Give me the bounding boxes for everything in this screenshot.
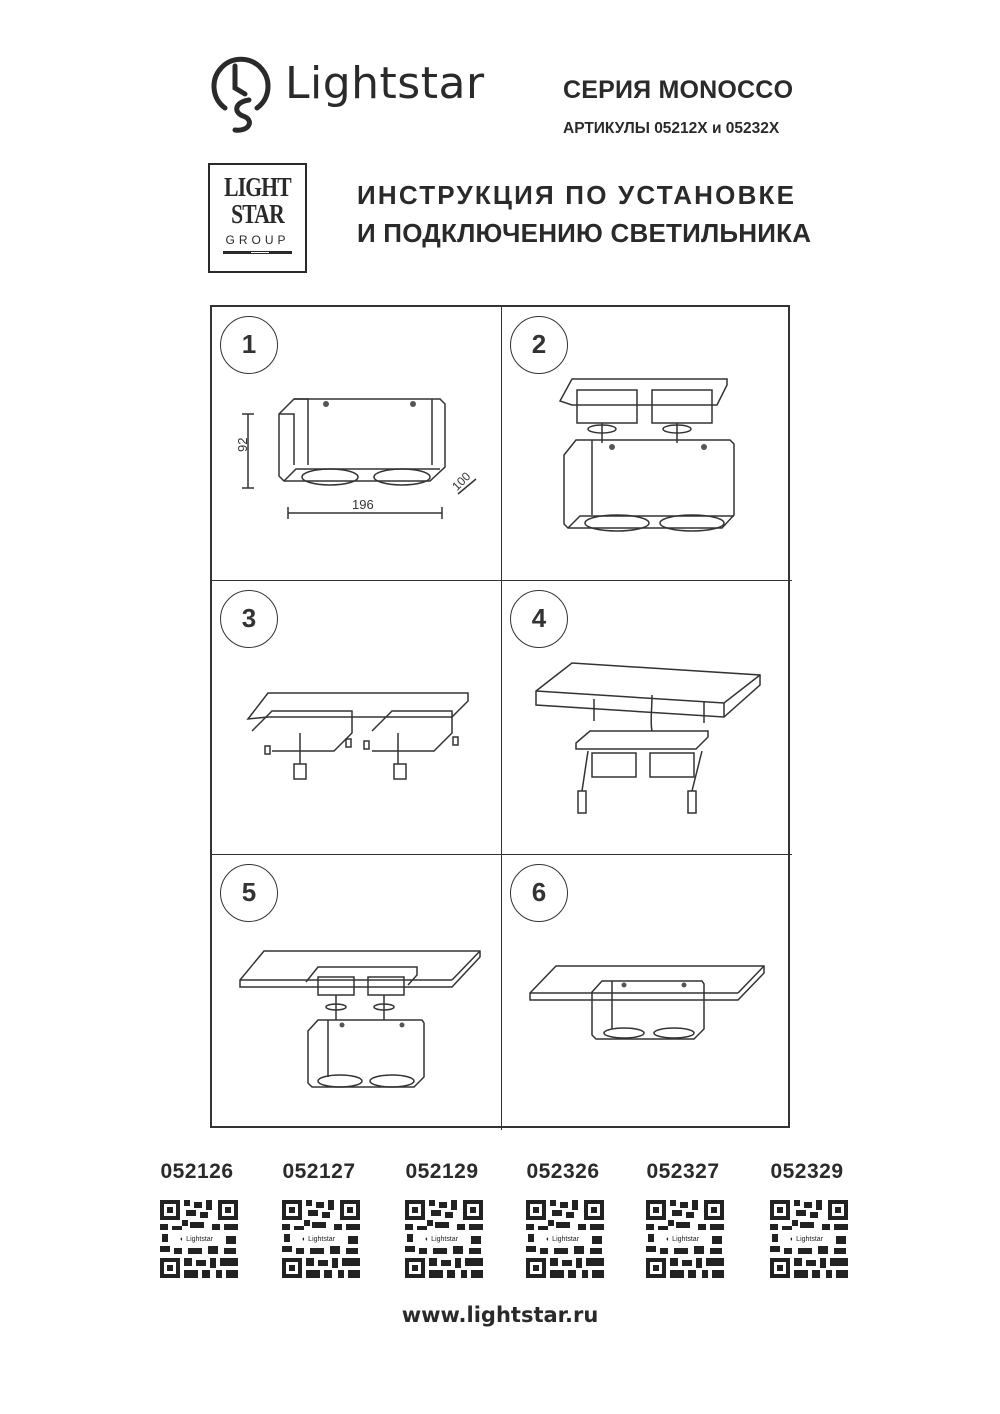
qr-code-item[interactable]: 052126 [152, 1160, 242, 1278]
installed-fixture-drawing [529, 965, 765, 1040]
instruction-title-line1: ИНСТРУКЦИЯ ПО УСТАНОВКЕ [357, 180, 797, 210]
logo-line-group: GROUP [225, 233, 290, 247]
qr-code-icon[interactable] [526, 1200, 604, 1278]
qr-code-item[interactable]: 052129 [397, 1160, 487, 1278]
instruction-title-line2: И ПОДКЛЮЧЕНИЮ СВЕТИЛЬНИКА [357, 218, 812, 248]
article-number: 052326 [526, 1160, 600, 1183]
svg-text:92: 92 [235, 438, 250, 452]
article-numbers: АРТИКУЛЫ 05212X и 05232X [563, 120, 780, 137]
qr-code-icon[interactable] [282, 1200, 360, 1278]
step-number-badge: 5 [220, 864, 278, 922]
article-number: 052329 [770, 1160, 844, 1183]
series-title: СЕРИЯ MONOCCO [563, 76, 794, 104]
step-3-panel: 3 [212, 581, 502, 855]
step-6-panel: 6 [502, 855, 792, 1130]
logo-underline [223, 251, 292, 254]
qr-code-icon[interactable] [160, 1200, 238, 1278]
qr-code-icon[interactable] [770, 1200, 848, 1278]
svg-text:100: 100 [449, 469, 473, 493]
qr-code-item[interactable]: 052127 [274, 1160, 364, 1278]
fixture-dimensions-drawing: 92 196 100 [235, 398, 477, 519]
bracket-detach-drawing [558, 378, 735, 532]
light-star-group-logo: LIGHT STAR GROUP [208, 163, 307, 273]
qr-code-icon[interactable] [646, 1200, 724, 1278]
step-1-panel: 92 196 100 1 [212, 307, 502, 581]
step-number-badge: 2 [510, 316, 568, 374]
step-4-panel: 4 [502, 581, 792, 855]
logo-line-light: LIGHT [224, 172, 292, 202]
qr-code-icon[interactable] [405, 1200, 483, 1278]
step-number-badge: 4 [510, 590, 568, 648]
step-2-panel: 2 [502, 307, 792, 581]
article-number: 052126 [160, 1160, 234, 1183]
qr-code-item[interactable]: 052326 [518, 1160, 608, 1278]
brand-name: Lightstar [285, 58, 485, 109]
step-5-panel: 5 [212, 855, 502, 1130]
lightstar-bulb-logo-icon [211, 56, 271, 133]
mounting-bracket-screws-drawing [246, 692, 469, 780]
svg-text:196: 196 [352, 497, 374, 512]
step-number-badge: 6 [510, 864, 568, 922]
article-number: 052129 [405, 1160, 479, 1183]
qr-code-item[interactable]: 052327 [638, 1160, 728, 1278]
article-number: 052127 [282, 1160, 356, 1183]
qr-codes-row: 052126 052127 052129 052326 052327 05232… [150, 1160, 860, 1280]
step-number-badge: 1 [220, 316, 278, 374]
qr-code-item[interactable]: 052329 [762, 1160, 852, 1278]
ceiling-mounting-drawing [535, 662, 761, 814]
installation-steps-grid: 92 196 100 1 2 [210, 305, 792, 1130]
logo-line-star: STAR [231, 199, 285, 229]
attach-fixture-drawing [239, 950, 481, 1088]
article-number: 052327 [646, 1160, 720, 1183]
website-link[interactable]: www.lightstar.ru [401, 1303, 599, 1327]
step-number-badge: 3 [220, 590, 278, 648]
